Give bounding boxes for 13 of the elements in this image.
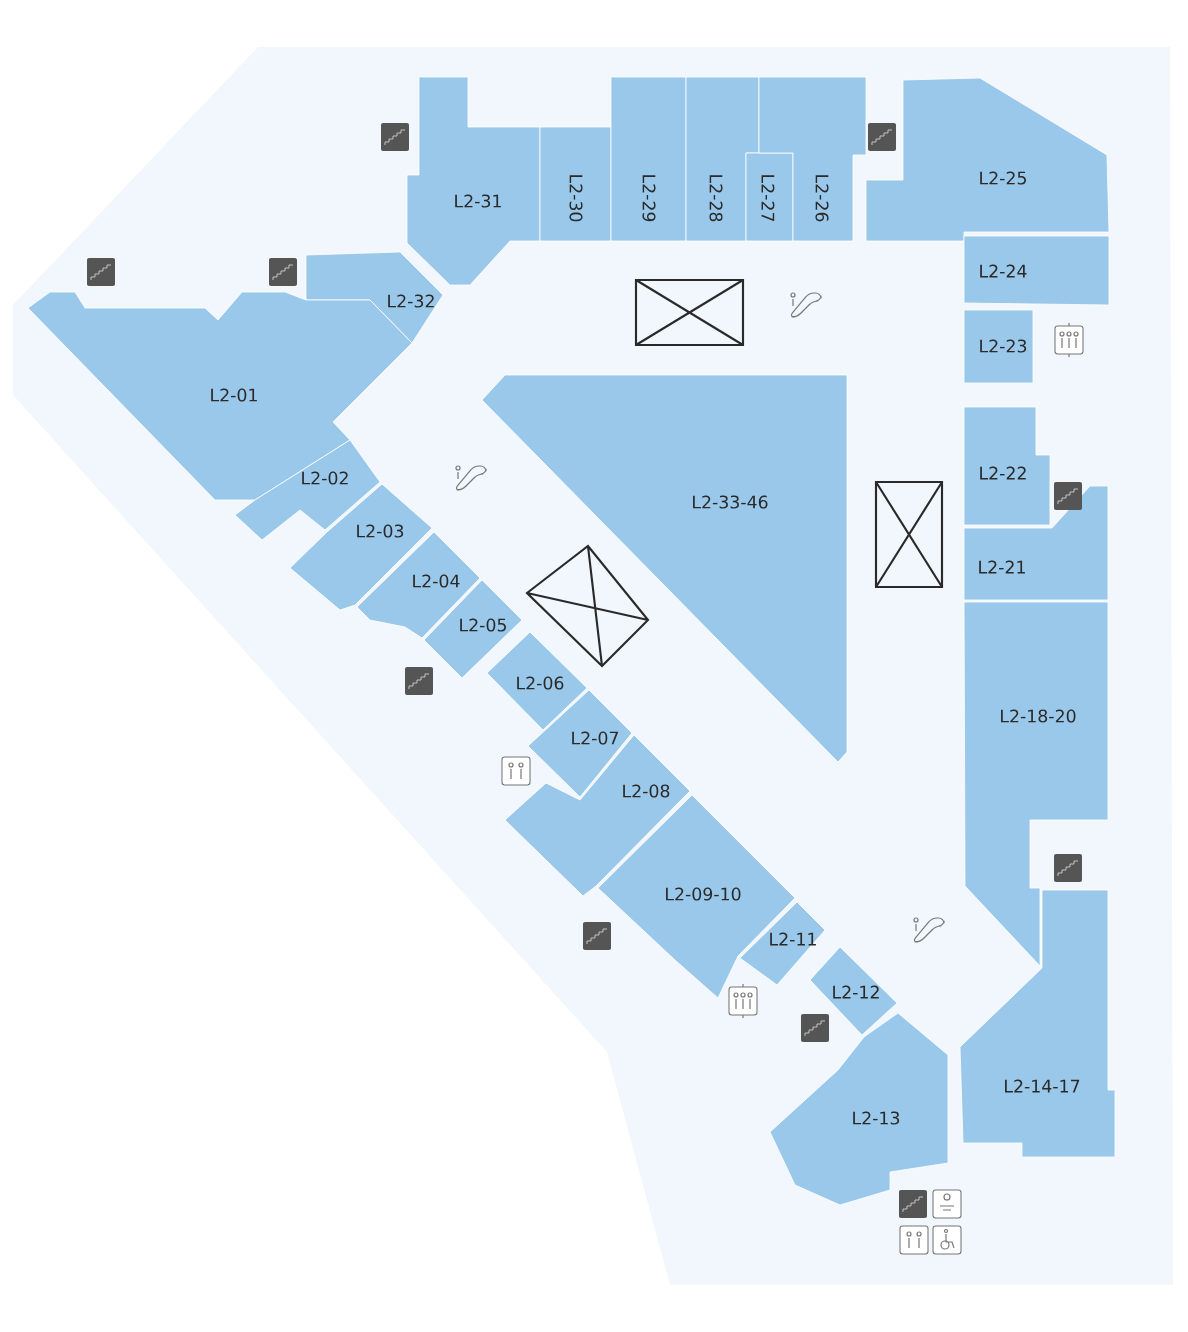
shop-unit: L2-30 xyxy=(539,126,612,242)
shop-unit: L2-06 xyxy=(486,631,588,731)
shop-unit: L2-22 xyxy=(963,406,1051,526)
shop-unit: L2-14-17 xyxy=(959,889,1116,1158)
shop-unit: L2-23 xyxy=(963,309,1034,384)
shop-unit: L2-11 xyxy=(739,901,826,986)
shop-unit: L2-32 xyxy=(305,251,444,344)
shop-unit: L2-13 xyxy=(769,1012,949,1206)
shop-unit: L2-21 xyxy=(963,485,1109,601)
shop-unit: L2-12 xyxy=(809,946,898,1036)
shop-unit: L2-29 xyxy=(610,76,687,242)
shop-unit: L2-24 xyxy=(963,235,1110,306)
shop-unit: L2-18-20 xyxy=(963,601,1109,967)
